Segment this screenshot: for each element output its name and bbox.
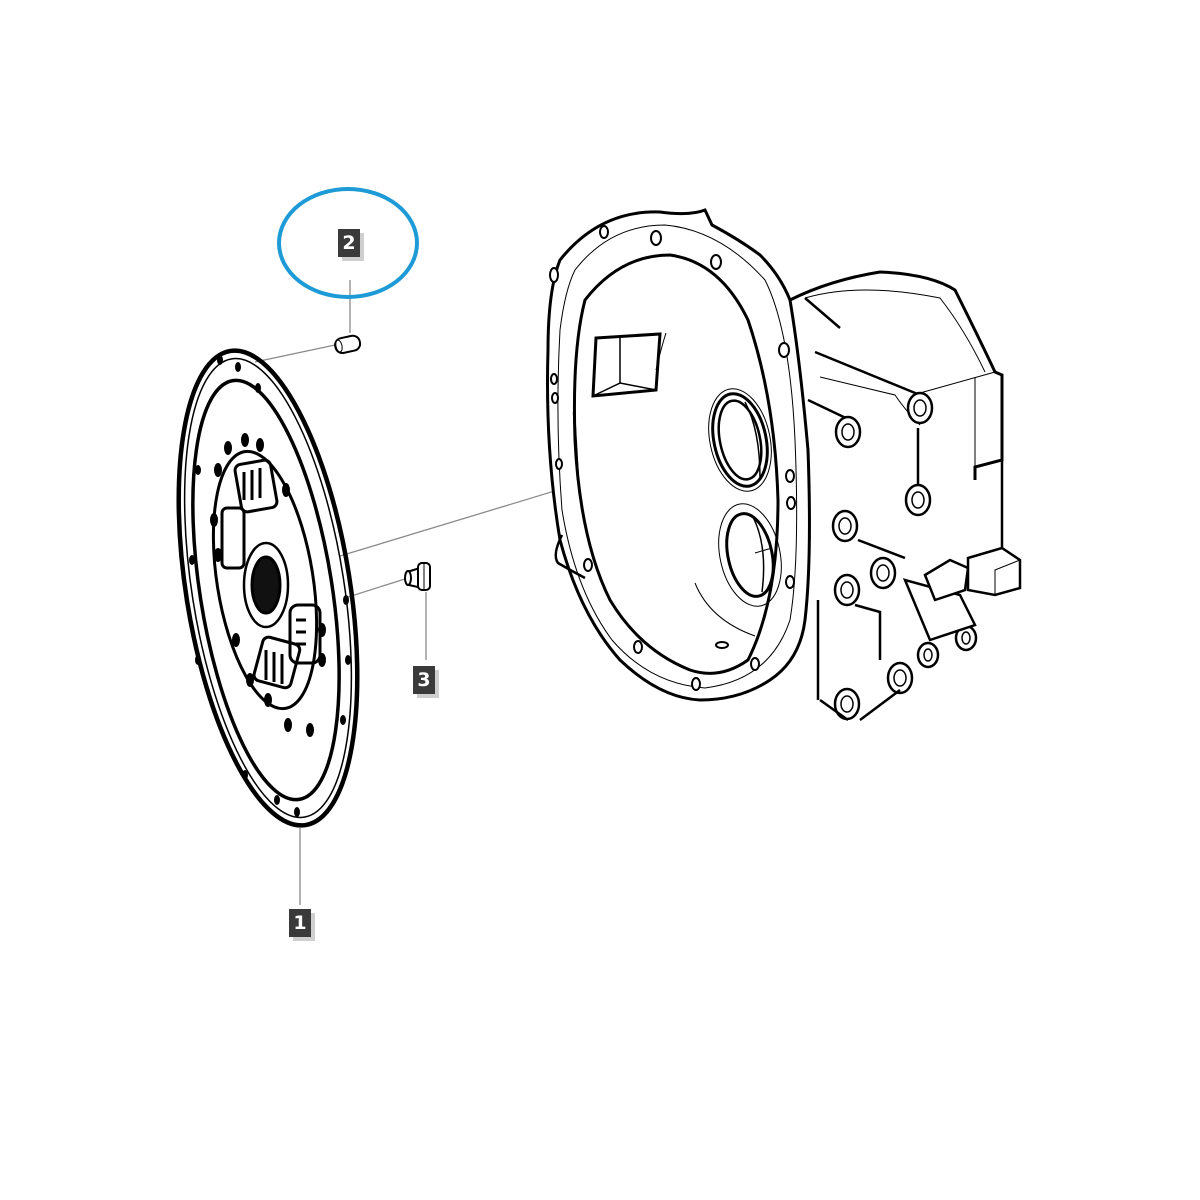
callout-3[interactable]: 3 [413,666,435,694]
bell-housing-part[interactable] [546,208,1022,722]
callout-1[interactable]: 1 [289,909,311,937]
bolt-part[interactable] [404,562,431,591]
callout-2[interactable]: 2 [338,229,360,257]
leader-lines [254,280,701,905]
dowel-pin-part[interactable] [334,334,362,355]
clutch-disc-part[interactable] [149,338,386,838]
